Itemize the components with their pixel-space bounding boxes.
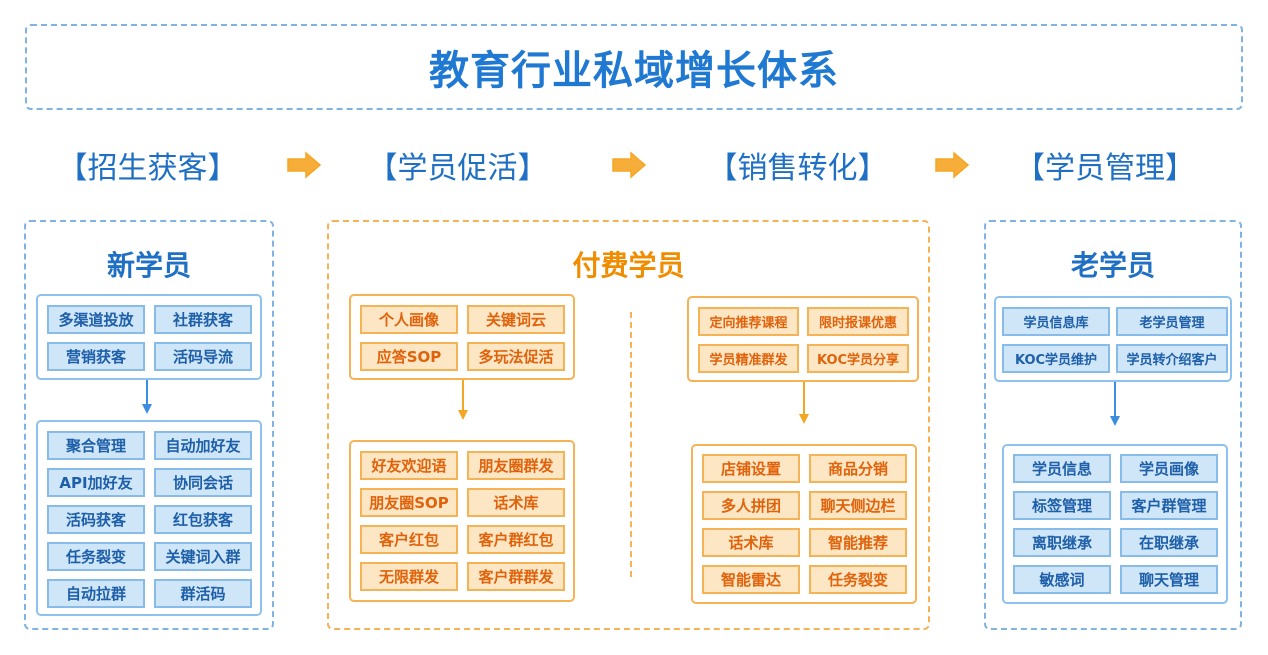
panel-title-paid: 付费学员 xyxy=(572,249,685,282)
chip-smart-radar: 智能雷达 xyxy=(702,565,800,594)
chip-distribution: 商品分销 xyxy=(809,454,907,483)
arrow-down-icon xyxy=(799,382,809,424)
chip-script-lib: 话术库 xyxy=(467,488,565,517)
chip-koc-maintain: KOC学员维护 xyxy=(1002,344,1110,373)
panel-title-new: 新学员 xyxy=(106,249,191,282)
chip-group-code: 群活码 xyxy=(154,579,252,608)
stage-recruit: 【招生获客】 xyxy=(57,151,238,186)
stage-activate: 【学员促活】 xyxy=(367,151,548,186)
paid-right-group-bottom: 店铺设置 商品分销 多人拼团 聊天侧边栏 话术库 智能推荐 智能雷达 任务裂变 xyxy=(691,444,917,604)
chip-group-red: 客户群红包 xyxy=(467,525,565,554)
arrow-right-icon xyxy=(612,151,647,179)
chip-student-persona: 学员画像 xyxy=(1120,454,1218,483)
chip-course-recommend: 定向推荐课程 xyxy=(698,307,799,336)
arrow-right-icon xyxy=(287,151,322,179)
chip-moments-sop: 朋友圈SOP xyxy=(360,488,458,517)
chip-multi-play: 多玩法促活 xyxy=(467,342,565,371)
chip-task-fission: 任务裂变 xyxy=(47,542,145,571)
chip-multi-channel: 多渠道投放 xyxy=(47,305,145,334)
chip-customer-red: 客户红包 xyxy=(360,525,458,554)
chip-student-info: 学员信息 xyxy=(1013,454,1111,483)
chip-persona: 个人画像 xyxy=(360,305,458,334)
chip-api-friend: API加好友 xyxy=(47,468,145,497)
title-box: 教育行业私域增长体系 xyxy=(25,24,1243,110)
arrow-down-icon xyxy=(1110,382,1120,426)
new-group-bottom: 聚合管理 自动加好友 API加好友 协同会话 活码获客 红包获客 任务裂变 关键… xyxy=(36,420,262,616)
chip-limited-offer: 限时报课优惠 xyxy=(807,307,909,336)
chip-word-cloud: 关键词云 xyxy=(467,305,565,334)
chip-live-code: 活码导流 xyxy=(154,342,252,371)
chip-student-db: 学员信息库 xyxy=(1002,307,1110,336)
chip-group-mgmt: 客户群管理 xyxy=(1120,491,1218,520)
chip-auto-pull: 自动拉群 xyxy=(47,579,145,608)
chip-group-buy: 多人拼团 xyxy=(702,491,800,520)
chip-sensitive-words: 敏感词 xyxy=(1013,565,1111,594)
panel-title-old: 老学员 xyxy=(1070,249,1155,282)
panel-new-students: 新学员 多渠道投放 社群获客 营销获客 活码导流 聚合管理 自动加好友 API加… xyxy=(24,220,274,630)
chip-marketing: 营销获客 xyxy=(47,342,145,371)
chip-tag-mgmt: 标签管理 xyxy=(1013,491,1111,520)
arrow-right-icon xyxy=(935,151,970,179)
chip-aggregate: 聚合管理 xyxy=(47,431,145,460)
chip-co-session: 协同会话 xyxy=(154,468,252,497)
paid-left-group-top: 个人画像 关键词云 应答SOP 多玩法促活 xyxy=(349,294,575,380)
stage-manage: 【学员管理】 xyxy=(1015,151,1195,186)
chip-live-code-acquire: 活码获客 xyxy=(47,505,145,534)
chip-precise-send: 学员精准群发 xyxy=(698,344,799,373)
chip-smart-recommend: 智能推荐 xyxy=(809,528,907,557)
page-title: 教育行业私域增长体系 xyxy=(429,48,839,94)
divider xyxy=(630,312,632,577)
chip-reply-sop: 应答SOP xyxy=(360,342,458,371)
arrow-down-icon xyxy=(142,380,152,414)
chip-welcome: 好友欢迎语 xyxy=(360,451,458,480)
chip-chat-sidebar: 聊天侧边栏 xyxy=(809,491,907,520)
arrow-down-icon xyxy=(458,380,468,420)
chip-referral: 学员转介绍客户 xyxy=(1116,344,1228,373)
paid-right-group-top: 定向推荐课程 限时报课优惠 学员精准群发 KOC学员分享 xyxy=(687,296,919,382)
chip-resign-inherit: 离职继承 xyxy=(1013,528,1111,557)
chip-keyword-join: 关键词入群 xyxy=(154,542,252,571)
chip-koc-share: KOC学员分享 xyxy=(807,344,909,373)
chip-auto-friend: 自动加好友 xyxy=(154,431,252,460)
new-group-top: 多渠道投放 社群获客 营销获客 活码导流 xyxy=(36,294,262,380)
old-group-bottom: 学员信息 学员画像 标签管理 客户群管理 离职继承 在职继承 敏感词 聊天管理 xyxy=(1002,444,1228,604)
chip-old-student-mgmt: 老学员管理 xyxy=(1116,307,1228,336)
chip-community: 社群获客 xyxy=(154,305,252,334)
panel-paid-students: 付费学员 个人画像 关键词云 应答SOP 多玩法促活 好友欢迎语 朋友圈群发 朋… xyxy=(327,220,930,630)
chip-unlimited-send: 无限群发 xyxy=(360,562,458,591)
paid-left-group-bottom: 好友欢迎语 朋友圈群发 朋友圈SOP 话术库 客户红包 客户群红包 无限群发 客… xyxy=(349,440,575,602)
chip-moments-post: 朋友圈群发 xyxy=(467,451,565,480)
stage-convert: 【销售转化】 xyxy=(707,151,888,186)
chip-script-lib-2: 话术库 xyxy=(702,528,800,557)
chip-onjob-inherit: 在职继承 xyxy=(1120,528,1218,557)
chip-task-fission-2: 任务裂变 xyxy=(809,565,907,594)
panel-old-students: 老学员 学员信息库 老学员管理 KOC学员维护 学员转介绍客户 学员信息 学员画… xyxy=(984,220,1242,630)
chip-shop-settings: 店铺设置 xyxy=(702,454,800,483)
chip-chat-mgmt: 聊天管理 xyxy=(1120,565,1218,594)
chip-group-send: 客户群群发 xyxy=(467,562,565,591)
chip-red-packet: 红包获客 xyxy=(154,505,252,534)
old-group-top: 学员信息库 老学员管理 KOC学员维护 学员转介绍客户 xyxy=(994,296,1232,382)
